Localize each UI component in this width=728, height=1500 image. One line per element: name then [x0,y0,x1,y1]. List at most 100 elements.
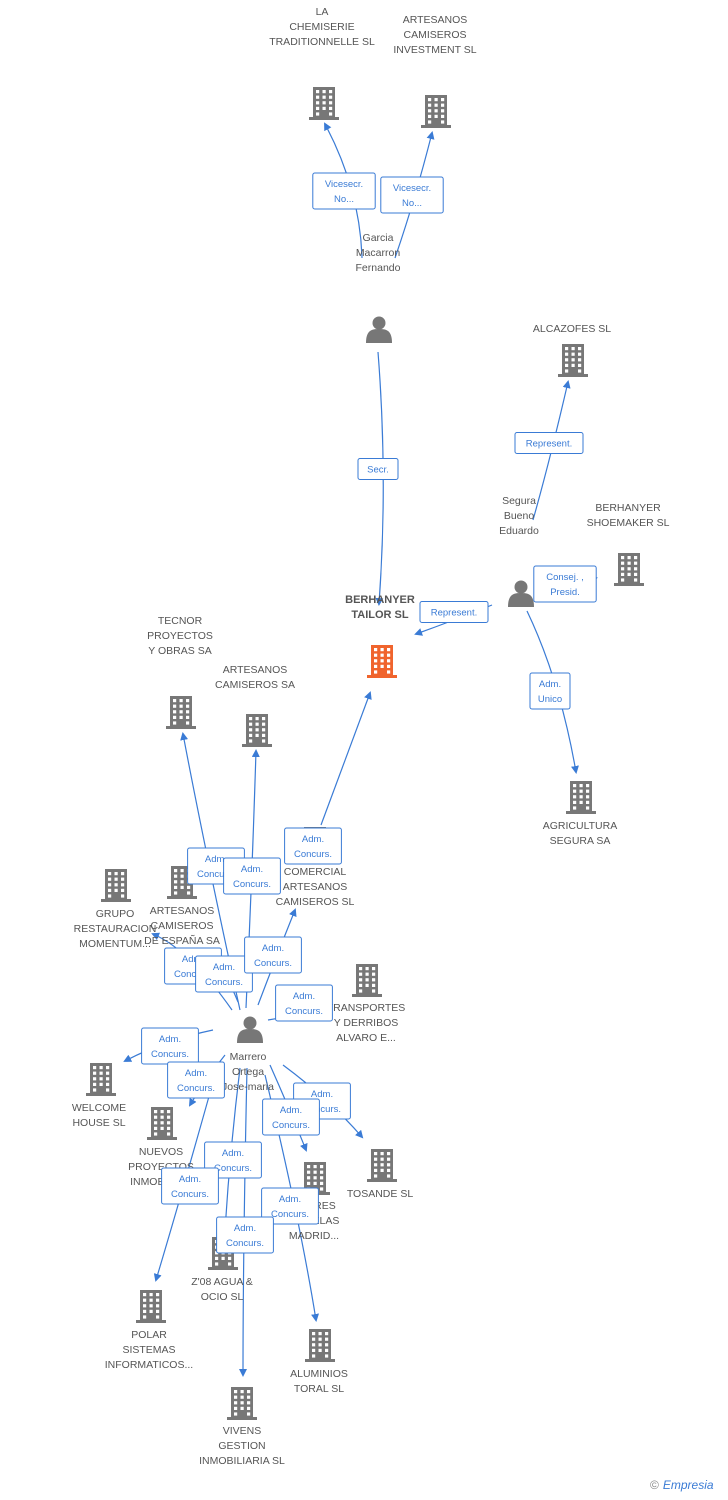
building-window [586,789,590,793]
node-alcazofes[interactable]: ALCAZOFES SL [533,323,611,377]
building-window [186,715,190,719]
building-window [180,880,184,884]
building-icon[interactable] [558,344,588,377]
building-window [325,1354,329,1358]
building-icon[interactable] [305,1329,335,1362]
node-grupo[interactable]: GRUPORESTAURACIONMOMENTUM... [74,869,157,950]
building-icon[interactable] [166,696,196,729]
edge-label-marrero-to-nuevos[interactable]: Adm.Concurs. [167,1061,225,1099]
building-icon[interactable] [367,645,397,678]
edge-label-segura-to-agricultura[interactable]: Adm.Unico [529,672,571,710]
building-icon[interactable] [101,869,131,902]
building-window [234,1395,238,1399]
edge-label-garcia-to-berhanyer_tailor[interactable]: Secr. [357,458,399,480]
person-icon[interactable] [366,316,392,344]
building-icon[interactable] [309,87,339,120]
edge-label-marrero-to-welcome[interactable]: Adm.Concurs. [141,1027,199,1065]
edge-label-marrero-to-artesanos_sa[interactable]: Adm.Concurs. [223,857,281,895]
building-window [374,1157,378,1161]
edge-label-marrero-to-aluminios[interactable]: Adm.Concurs. [261,1187,319,1225]
building-window [320,1176,324,1180]
building-window [167,1110,171,1114]
building-window [99,1071,103,1075]
edge-label-marrero-to-polar[interactable]: Adm.Concurs. [161,1167,219,1205]
building-window [156,1315,160,1319]
building-window [320,1187,324,1191]
building-icon[interactable] [566,781,596,814]
node-tosande[interactable]: TOSANDE SL [347,1149,413,1200]
building-icon[interactable] [227,1387,257,1420]
edge-label-segura-to-alcazofes[interactable]: Represent. [514,432,584,454]
edge-label-text: Concurs. [272,1120,310,1131]
node-label: Fernando [356,262,401,274]
person-icon[interactable] [508,580,534,608]
edge-label-marrero-to-z08[interactable]: Adm.Concurs. [204,1141,262,1179]
building-icon[interactable] [421,95,451,128]
building-icon[interactable] [352,964,382,997]
edge-label-marrero-to-transportes[interactable]: Adm.Concurs. [275,984,333,1022]
building-window [160,1121,164,1125]
edge-label-text: Vicesecr. [393,183,431,194]
building-base [305,1359,335,1362]
node-polar[interactable]: POLARSISTEMASINFORMATICOS... [105,1290,193,1371]
building-window [312,1354,316,1358]
edge-label-marrero-to-artesanos_espana[interactable]: Adm.Concurs. [195,955,253,993]
building-window [565,358,569,362]
edge-comercial-to-berhanyer_tailor [320,691,372,826]
edge-label-marrero-to-torres[interactable]: Adm.Concurs. [262,1098,320,1136]
building-window [359,989,363,993]
edge-label-garcia-to-artesanos_investment[interactable]: Vicesecr. No... [380,176,444,214]
building-window [329,95,333,99]
building-base [147,1137,177,1140]
node-label: CAMISEROS [150,920,213,932]
building-window [434,109,438,113]
building-window [255,728,259,732]
building-window [387,1174,391,1178]
building-icon[interactable] [614,553,644,586]
edge-label-text: No... [402,198,422,209]
node-label: PROYECTOS [147,630,213,642]
person-icon[interactable] [237,1016,263,1044]
building-window [313,1165,317,1169]
building-window [156,1309,160,1313]
building-icon[interactable] [367,1149,397,1182]
building-window [320,1181,324,1185]
edge-label-segura-to-berhanyer_shoemaker[interactable]: Consej. ,Presid. [533,565,597,603]
building-window [149,1309,153,1313]
building-window [372,967,376,971]
building-window [318,1348,322,1352]
edge-label-segura-to-berhanyer_tailor[interactable]: Represent. [419,601,489,623]
node-label: NUEVOS [139,1146,183,1158]
building-icon[interactable] [147,1107,177,1140]
building-window [234,1412,238,1416]
building-icon[interactable] [86,1063,116,1096]
building-window [627,556,631,560]
edge-label-marrero-to-comercial[interactable]: Adm.Concurs. [244,936,302,974]
building-icon[interactable] [136,1290,166,1323]
building-window [329,112,333,116]
building-icon[interactable] [242,714,272,747]
building-window [565,363,569,367]
building-window [240,1395,244,1399]
building-window [262,722,266,726]
building-window [149,1293,153,1297]
edge-label-garcia-to-la_chemiserie[interactable]: Vicesecr.No... [312,172,376,210]
edge-label-marrero-to-vivens[interactable]: Adm.Concurs. [216,1216,274,1254]
edge-label-comercial-to-berhanyer_tailor[interactable]: Adm.Concurs. [284,827,342,865]
building-window [307,1165,311,1169]
brand-footer[interactable]: ©Empresia [650,1478,714,1492]
